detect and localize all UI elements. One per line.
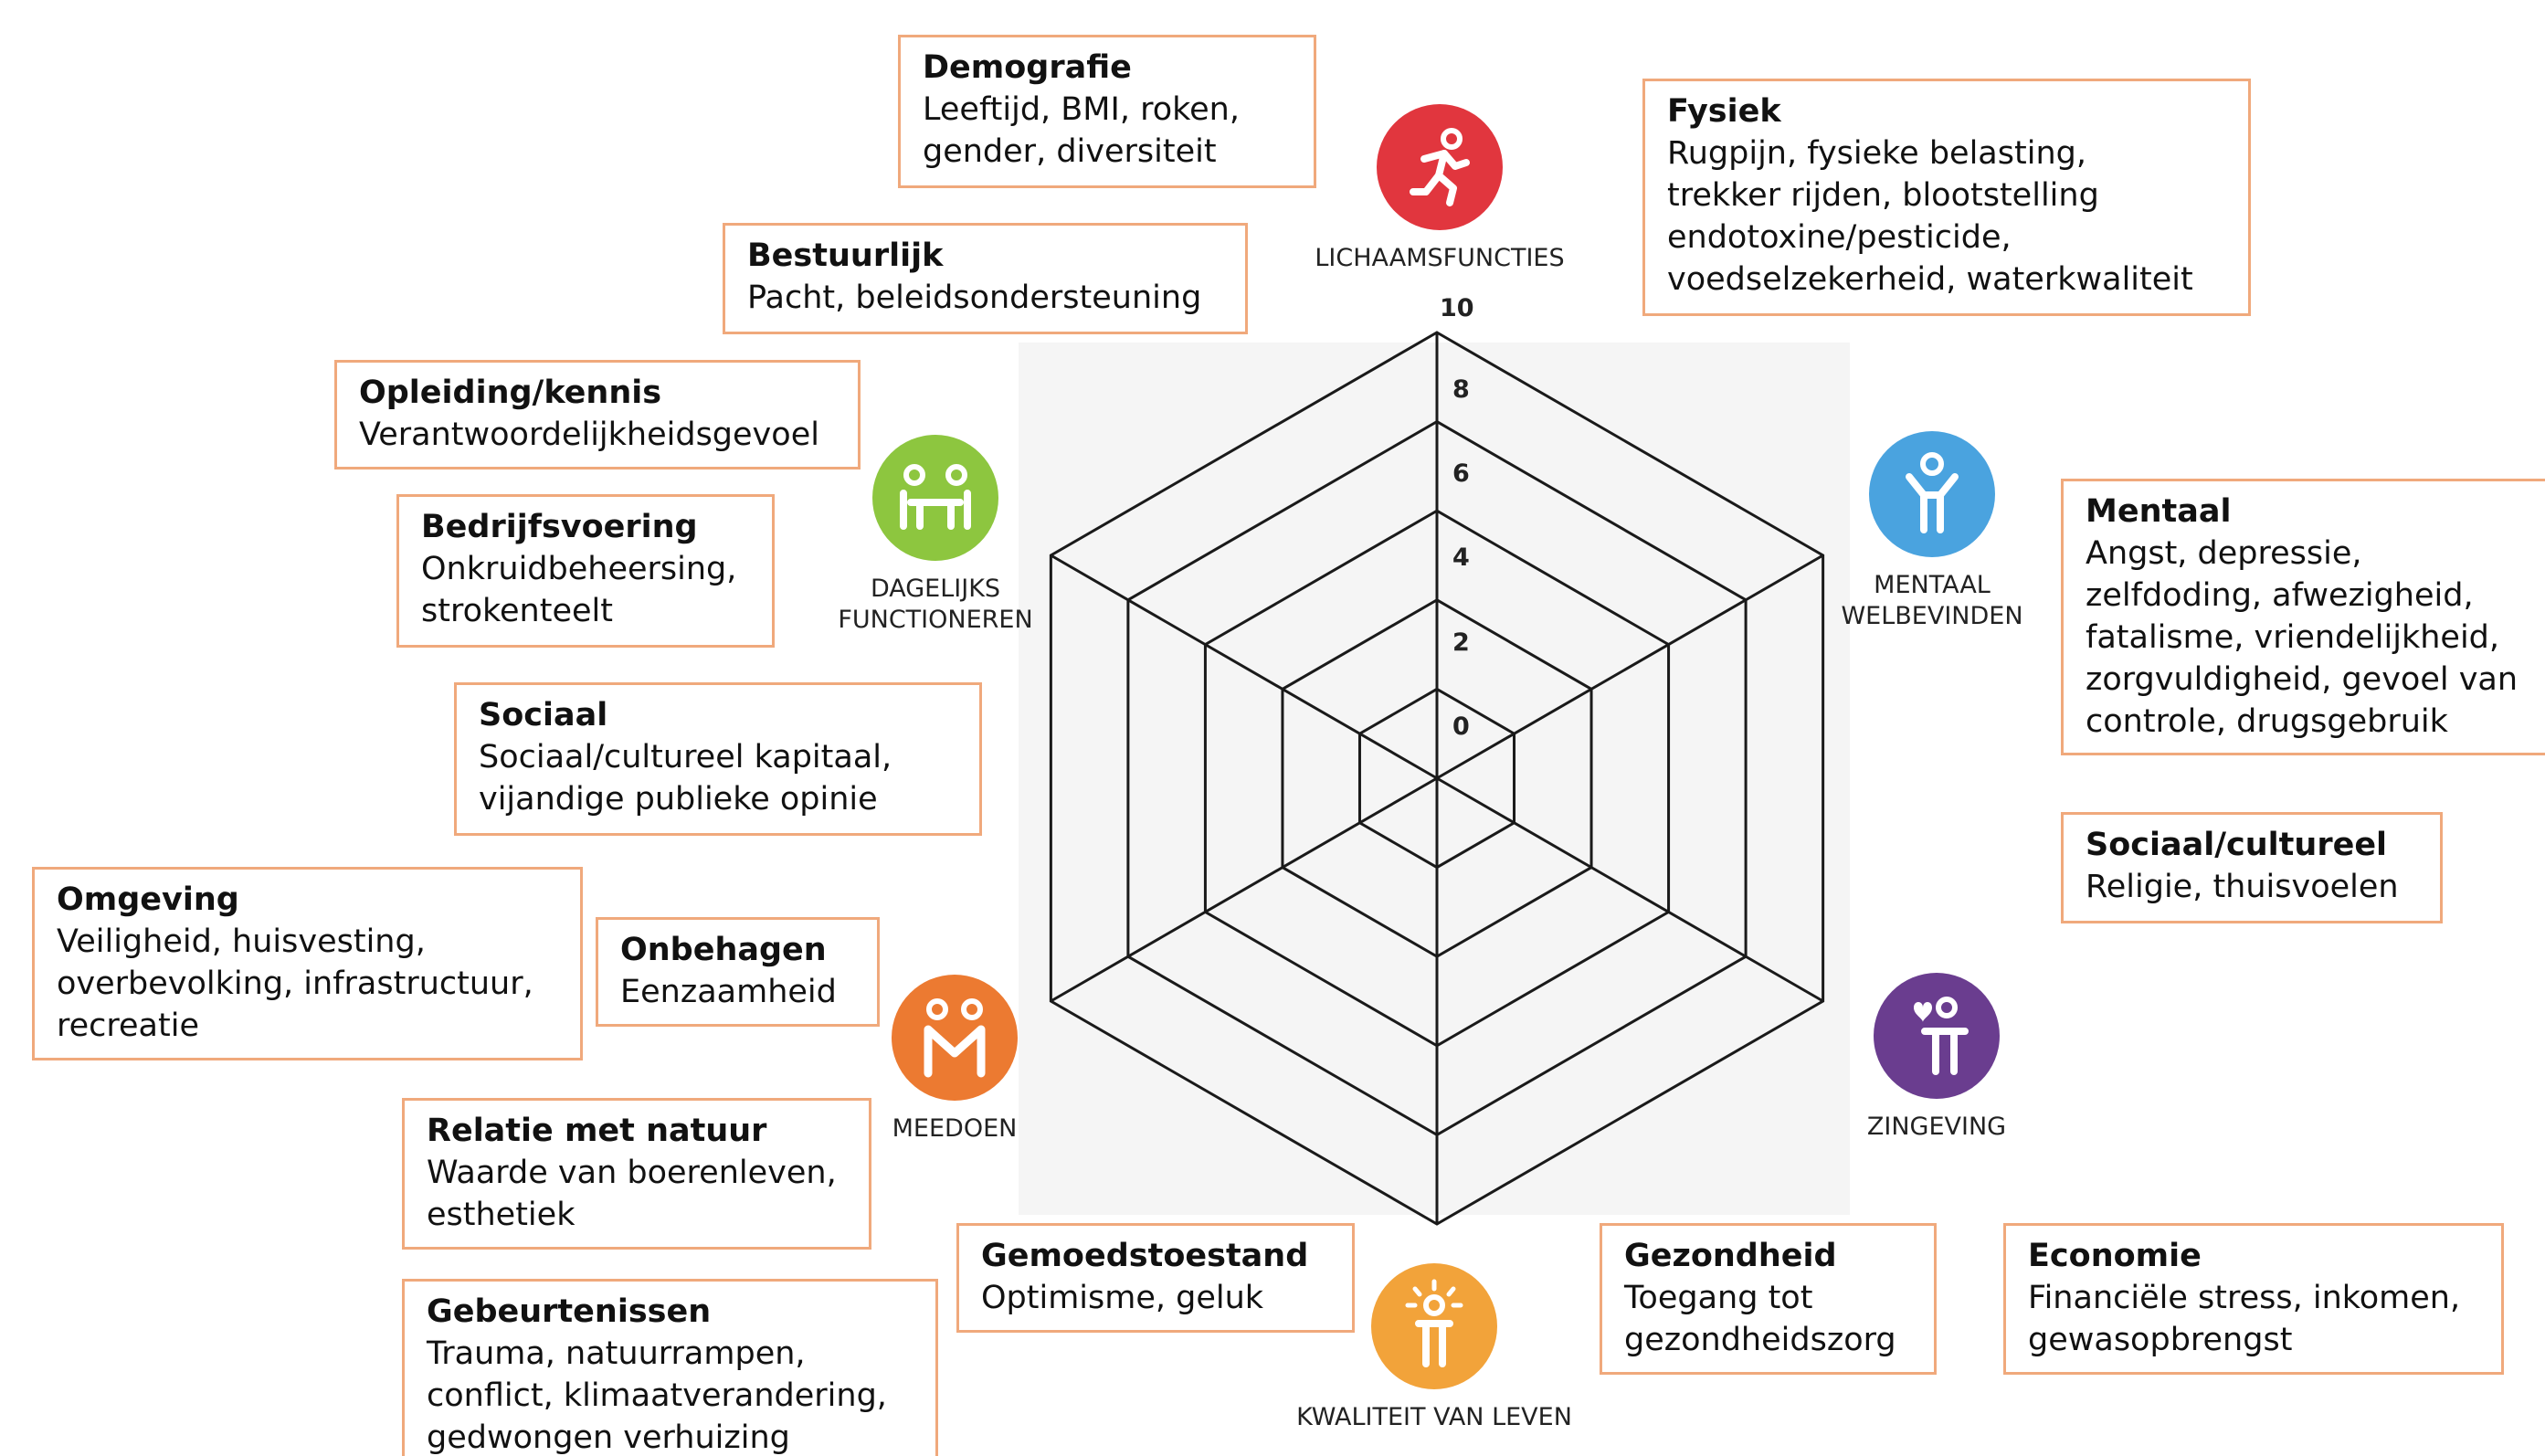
box-line: Pacht, beleidsondersteuning xyxy=(747,280,1202,316)
box-title: Bedrijfsvoering xyxy=(421,509,698,545)
box-line: Leeftijd, BMI, roken, xyxy=(923,91,1240,128)
label-line-1: MENTAAL xyxy=(1874,571,1991,599)
radar-tick-0: 0 xyxy=(1452,712,1470,741)
radar-tick-6: 6 xyxy=(1452,459,1470,488)
box-line: strokenteelt xyxy=(421,593,613,629)
box-bestuurlijk: Bestuurlijk Pacht, beleidsondersteuning xyxy=(723,223,1248,334)
radar-grid xyxy=(1049,331,1825,1226)
box-line: conflict, klimaatverandering, xyxy=(427,1377,887,1414)
box-line: overbevolking, infrastructuur, xyxy=(57,965,533,1002)
radar-tick-2: 2 xyxy=(1452,628,1470,657)
box-line: gezondheidszorg xyxy=(1624,1322,1896,1358)
box-opleiding: Opleiding/kennis Verantwoordelijkheidsge… xyxy=(334,360,861,470)
box-sociaal: Sociaal Sociaal/cultureel kapitaal, vija… xyxy=(454,682,982,836)
box-line: vijandige publieke opinie xyxy=(479,781,878,818)
box-gemoedstoestand: Gemoedstoestand Optimisme, geluk xyxy=(956,1223,1355,1333)
box-onbehagen: Onbehagen Eenzaamheid xyxy=(596,917,880,1027)
radar-tick-10: 10 xyxy=(1440,294,1474,322)
dimension-label: MEEDOEN xyxy=(892,1114,1018,1143)
box-line: Toegang tot xyxy=(1624,1280,1813,1316)
box-sociaal-cultureel: Sociaal/cultureel Religie, thuisvoelen xyxy=(2061,812,2443,923)
box-gezondheid: Gezondheid Toegang tot gezondheidszorg xyxy=(1600,1223,1937,1375)
box-title: Relatie met natuur xyxy=(427,1113,767,1149)
box-title: Omgeving xyxy=(57,881,239,918)
box-line: Financiële stress, inkomen, xyxy=(2028,1280,2461,1316)
people-at-table-icon xyxy=(872,435,998,561)
radar-spoke xyxy=(1436,776,1824,1003)
dimension-kwaliteit-van-leven: KWALITEIT VAN LEVEN xyxy=(1279,1263,1589,1433)
box-line: recreatie xyxy=(57,1008,199,1044)
dimension-dagelijks-functioneren: DAGELIJKS FUNCTIONEREN xyxy=(826,435,1045,636)
box-title: Fysiek xyxy=(1667,93,1781,130)
label-line-1: DAGELIJKS xyxy=(870,575,1001,603)
box-line: Waarde van boerenleven, xyxy=(427,1155,837,1191)
dimension-label: ZINGEVING xyxy=(1866,1113,2007,1141)
box-fysiek: Fysiek Rugpijn, fysieke belasting, trekk… xyxy=(1642,79,2251,316)
running-person-icon xyxy=(1377,104,1503,230)
dimension-lichaamsfuncties: LICHAAMSFUNCTIES xyxy=(1294,104,1586,274)
radar-tick-4: 4 xyxy=(1452,543,1470,572)
box-title: Gebeurtenissen xyxy=(427,1293,712,1330)
box-line: Onkruidbeheersing, xyxy=(421,551,737,587)
box-gebeurtenissen: Gebeurtenissen Trauma, natuurrampen, con… xyxy=(402,1279,938,1456)
dimension-meedoen: MEEDOEN xyxy=(845,975,1064,1145)
box-line: Sociaal/cultureel kapitaal, xyxy=(479,739,892,775)
box-title: Onbehagen xyxy=(620,932,827,968)
label-line-2: WELBEVINDEN xyxy=(1841,602,2023,630)
person-arms-up-icon xyxy=(1869,431,1995,557)
box-line: Veiligheid, huisvesting, xyxy=(57,923,426,960)
dimension-label: DAGELIJKS FUNCTIONEREN xyxy=(826,574,1045,636)
box-line: zelfdoding, afwezigheid, xyxy=(2086,577,2474,614)
radar-tick-8: 8 xyxy=(1452,375,1470,404)
box-bedrijfsvoering: Bedrijfsvoering Onkruidbeheersing, strok… xyxy=(396,494,775,648)
box-title: Bestuurlijk xyxy=(747,237,944,274)
box-line: fatalisme, vriendelijkheid, xyxy=(2086,619,2500,656)
dimension-label: LICHAAMSFUNCTIES xyxy=(1315,244,1565,272)
box-title: Mentaal xyxy=(2086,493,2232,530)
box-line: gender, diversiteit xyxy=(923,133,1217,170)
box-line: Eenzaamheid xyxy=(620,974,837,1010)
box-title: Demografie xyxy=(923,49,1132,86)
label-line-2: FUNCTIONEREN xyxy=(838,606,1033,634)
two-people-together-icon xyxy=(892,975,1018,1101)
box-line: Angst, depressie, xyxy=(2086,535,2362,572)
box-line: voedselzekerheid, waterkwaliteit xyxy=(1667,261,2193,298)
box-title: Sociaal xyxy=(479,697,608,733)
box-line: controle, drugsgebruik xyxy=(2086,703,2448,740)
box-economie: Economie Financiële stress, inkomen, gew… xyxy=(2003,1223,2504,1375)
box-omgeving: Omgeving Veiligheid, huisvesting, overbe… xyxy=(32,867,583,1060)
radiant-person-icon xyxy=(1371,1263,1497,1389)
dimension-label: MENTAAL WELBEVINDEN xyxy=(1822,570,2042,632)
radar-spoke xyxy=(1050,554,1438,780)
box-title: Sociaal/cultureel xyxy=(2086,827,2388,863)
radar-spoke xyxy=(1050,776,1438,1003)
box-demografie: Demografie Leeftijd, BMI, roken, gender,… xyxy=(898,35,1316,188)
box-line: gedwongen verhuizing xyxy=(427,1419,790,1456)
box-line: esthetiek xyxy=(427,1197,576,1233)
box-mentaal: Mentaal Angst, depressie, zelfdoding, af… xyxy=(2061,479,2545,755)
person-heart-icon xyxy=(1874,973,2000,1099)
box-line: Rugpijn, fysieke belasting, xyxy=(1667,135,2086,172)
box-line: Verantwoordelijkheidsgevoel xyxy=(359,417,819,453)
box-relatie-met-natuur: Relatie met natuur Waarde van boerenleve… xyxy=(402,1098,871,1250)
box-title: Gemoedstoestand xyxy=(981,1238,1309,1274)
dimension-mentaal-welbevinden: MENTAAL WELBEVINDEN xyxy=(1822,431,2042,632)
box-line: gewasopbrengst xyxy=(2028,1322,2293,1358)
box-line: trekker rijden, blootstelling xyxy=(1667,177,2099,214)
dimension-zingeving: ZINGEVING xyxy=(1827,973,2046,1143)
box-line: Optimisme, geluk xyxy=(981,1280,1264,1316)
box-line: endotoxine/pesticide, xyxy=(1667,219,2012,256)
box-title: Opleiding/kennis xyxy=(359,375,662,411)
box-line: zorgvuldigheid, gevoel van xyxy=(2086,661,2519,698)
dimension-label: KWALITEIT VAN LEVEN xyxy=(1296,1403,1572,1431)
box-title: Gezondheid xyxy=(1624,1238,1837,1274)
box-line: Trauma, natuurrampen, xyxy=(427,1335,806,1372)
box-line: Religie, thuisvoelen xyxy=(2086,869,2399,905)
box-title: Economie xyxy=(2028,1238,2202,1274)
radar-spoke xyxy=(1436,554,1824,780)
